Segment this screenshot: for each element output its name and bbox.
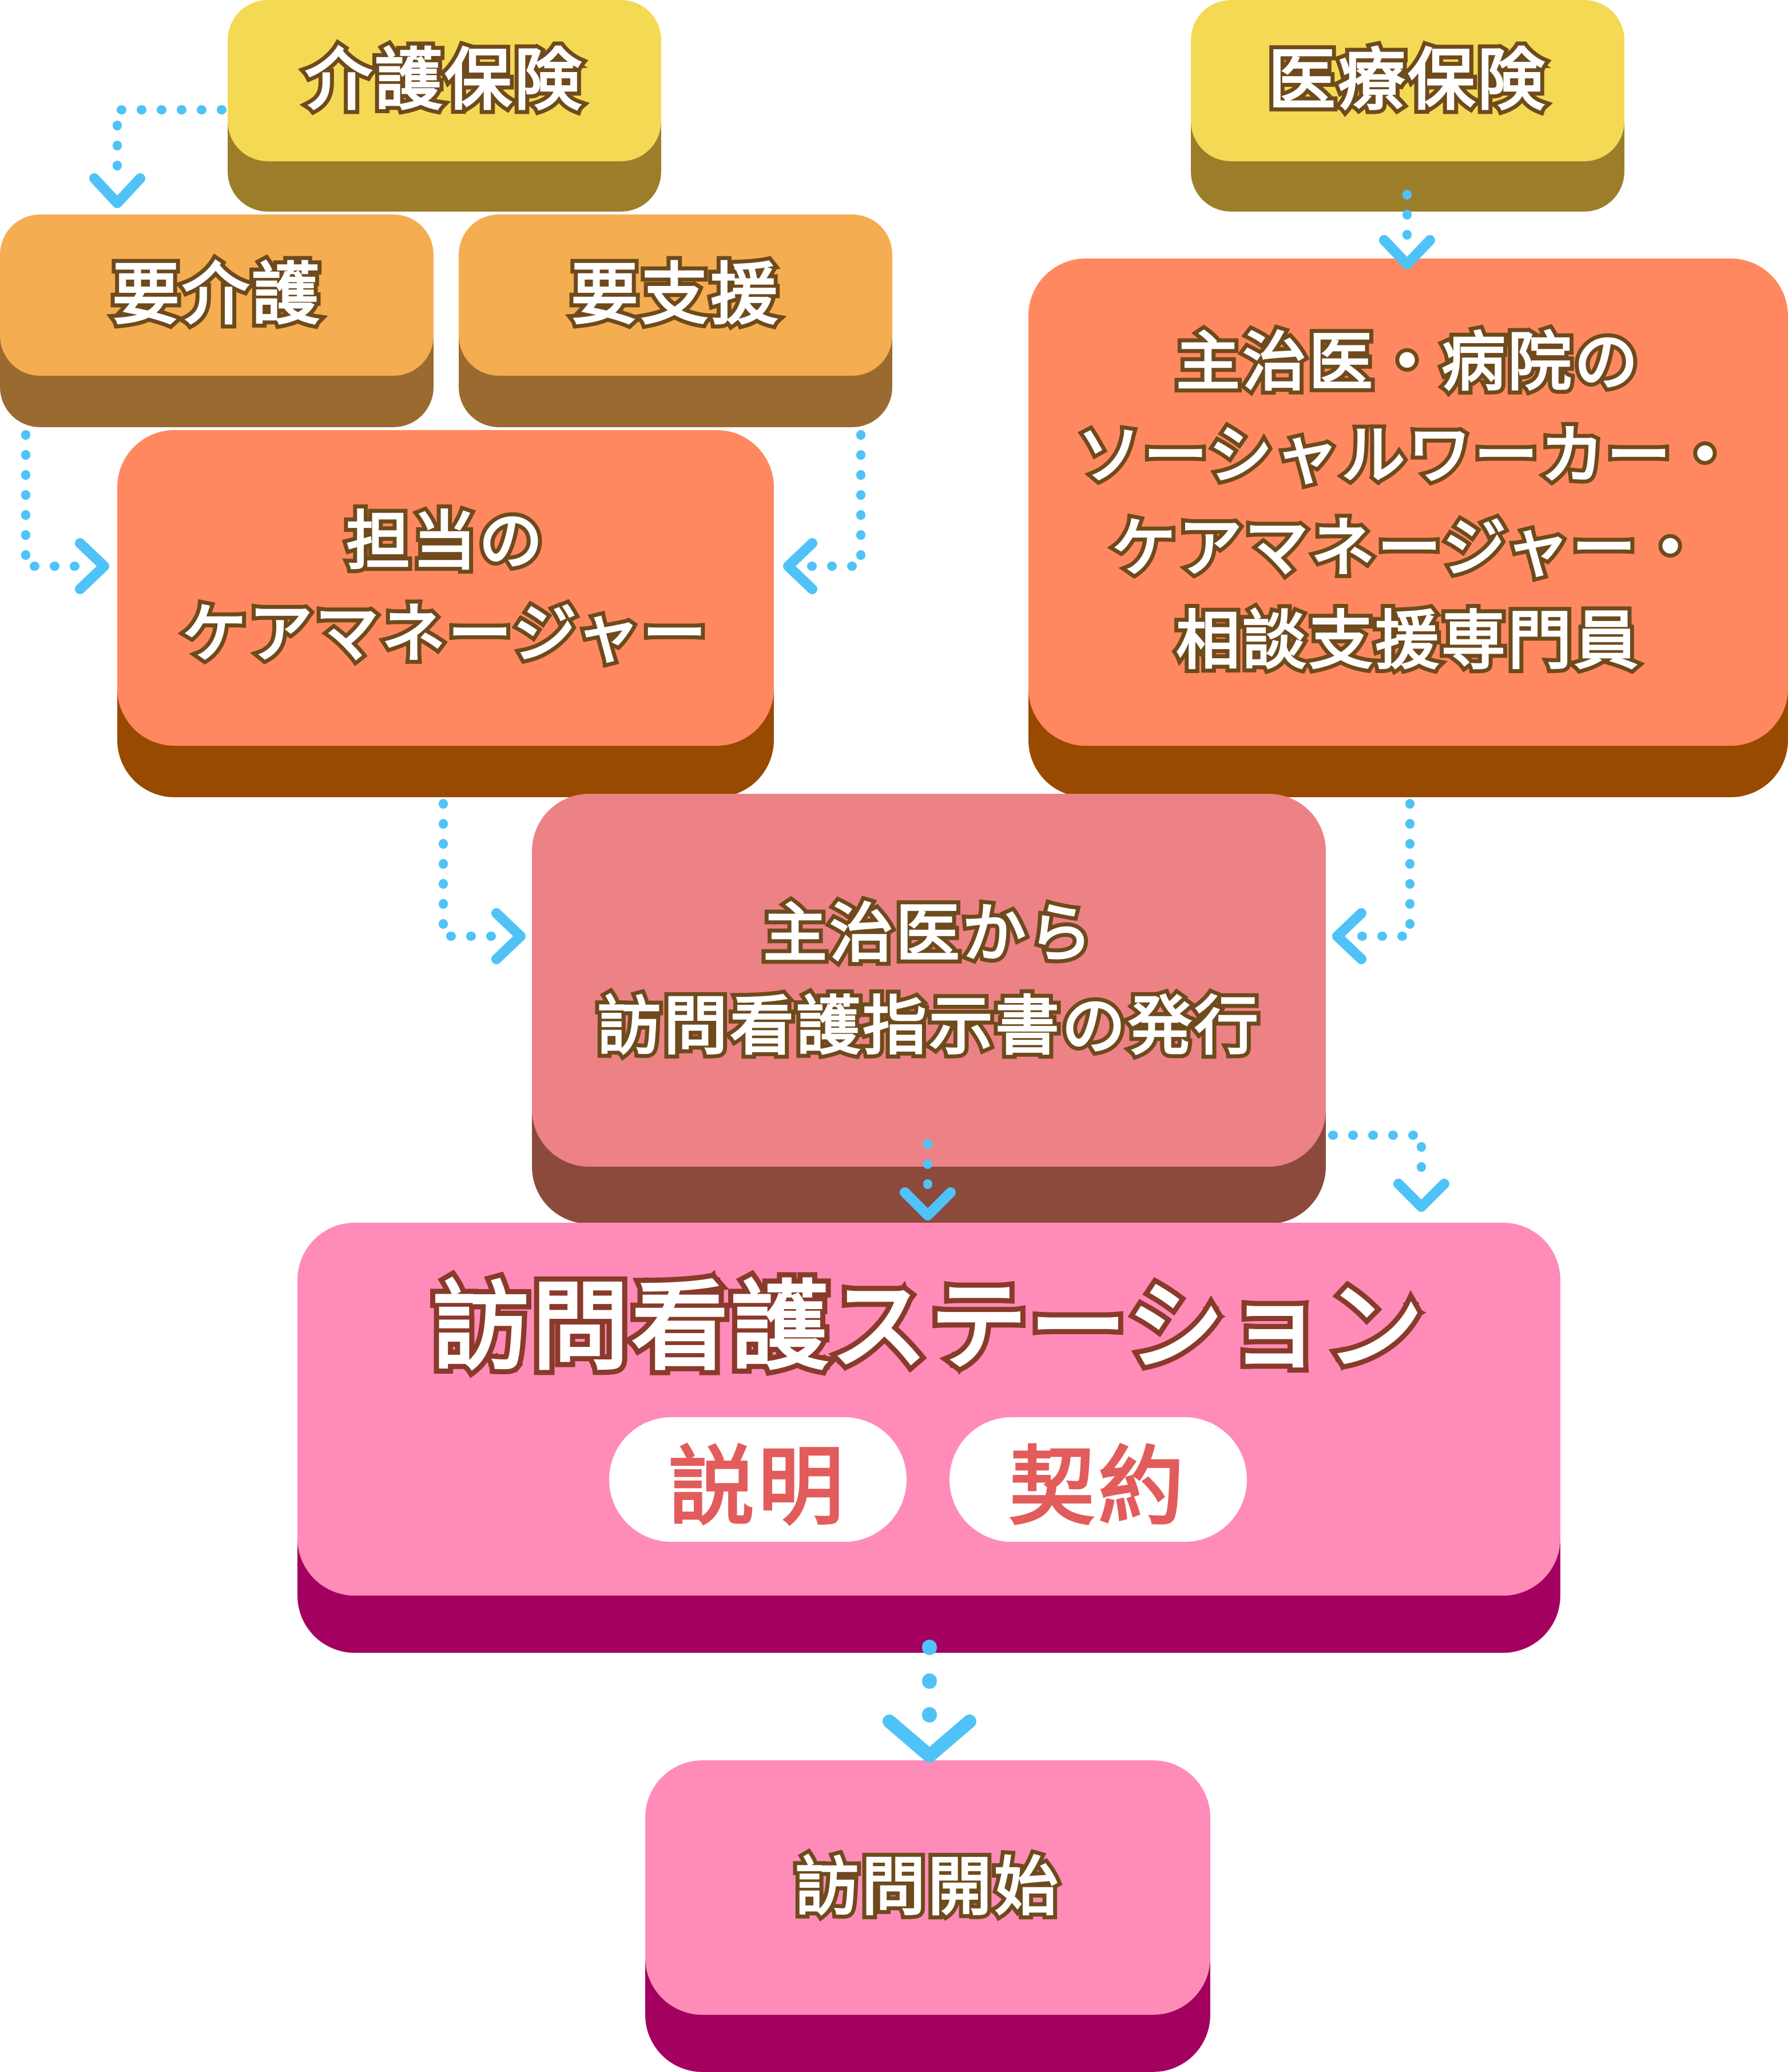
arrow-head-yokaigo [89, 173, 145, 208]
station-box: 訪問看護ステーション [297, 1223, 1560, 1596]
iryo-hoken-box: 医療保険 [1191, 0, 1624, 161]
setsumei-label: 説明 [668, 1437, 847, 1537]
shiji-sho-line-2: 訪問看護指示書の発行 [593, 985, 1262, 1068]
yo-kaigo-box: 要介護 [0, 214, 434, 376]
iryo-hoken-label: 医療保険 [1264, 37, 1549, 124]
shiji-sho-line-1: 主治医から [759, 893, 1096, 975]
arrow-head-kaishi [883, 1715, 976, 1763]
arrow-head-shiji-right [1332, 908, 1366, 964]
social-worker-line-2: ソーシャルワーカー・ [1073, 415, 1741, 497]
arrow-head-caremanager-left [75, 538, 109, 594]
shiji-sho-box: 主治医から 訪問看護指示書の発行 [532, 794, 1326, 1167]
homon-kaishi-label: 訪問開始 [791, 1846, 1062, 1928]
care-manager-box: 担当の ケアマネージャー [117, 430, 774, 746]
setsumei-pill: 説明 [609, 1417, 907, 1542]
yo-kaigo-label: 要介護 [108, 251, 323, 338]
arrow-shiji-to-station-right [1328, 1131, 1426, 1188]
arrow-kaigo-to-yokaigo [113, 105, 227, 186]
social-worker-box: 主治医・病院の ソーシャルワーカー・ ケアマネージャー・ 相談支援専門員 [1028, 258, 1788, 746]
yo-shien-label: 要支援 [567, 251, 782, 338]
care-manager-line-1: 担当の [342, 500, 547, 583]
care-manager-line-2: ケアマネージャー [178, 593, 710, 675]
social-worker-line-4: 相談支援専門員 [1172, 600, 1642, 682]
arrow-head-shiji-left [491, 908, 526, 964]
care-manager-label: 担当の ケアマネージャー [178, 495, 710, 681]
kaigo-hoken-label: 介護保険 [301, 37, 586, 124]
arrow-head-station-center [900, 1187, 956, 1220]
kaigo-hoken-box: 介護保険 [228, 0, 661, 161]
arrow-head-station-right [1393, 1179, 1449, 1212]
social-worker-line-1: 主治医・病院の [1172, 321, 1642, 404]
homon-kaishi-box: 訪問開始 [645, 1760, 1210, 2015]
keiyaku-pill: 契約 [949, 1417, 1247, 1542]
arrow-socialworker-to-shiji [1351, 799, 1414, 941]
social-worker-line-3: ケアマネージャー・ [1108, 507, 1706, 590]
arrow-head-caremanager-right [783, 538, 817, 594]
station-label: 訪問看護ステーション [427, 1266, 1429, 1389]
shiji-sho-label: 主治医から 訪問看護指示書の発行 [593, 888, 1262, 1073]
arrow-head-socialworker [1379, 235, 1435, 269]
arrow-caremanager-to-shiji [439, 799, 502, 941]
social-worker-label: 主治医・病院の ソーシャルワーカー・ ケアマネージャー・ 相談支援専門員 [1073, 316, 1741, 688]
keiyaku-label: 契約 [1008, 1437, 1187, 1537]
arrow-yokaigo-to-caremanager [21, 430, 90, 571]
arrow-yoshien-to-caremanager [802, 430, 865, 571]
yo-shien-box: 要支援 [459, 214, 892, 376]
